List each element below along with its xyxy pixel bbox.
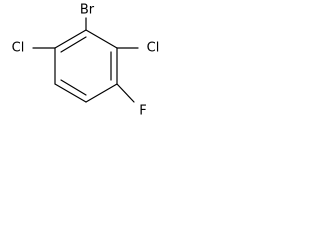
bond-c3-f: [116, 83, 135, 103]
fluorine-label: F: [139, 104, 146, 119]
double-bond-c6-c1-inner: [60, 36, 87, 53]
bond-c6-c1: [54, 29, 87, 49]
chlorine-left-label: Cl: [12, 41, 25, 56]
bond-c3-c4: [85, 83, 118, 103]
chemical-structure: Br Cl Cl F: [12, 3, 160, 119]
bromine-label: Br: [80, 3, 95, 18]
bond-c4-c5: [54, 83, 87, 103]
chlorine-right-label: Cl: [147, 41, 160, 56]
bond-c1-c2: [85, 29, 118, 49]
double-bond-c4-c5-inner: [60, 79, 87, 96]
